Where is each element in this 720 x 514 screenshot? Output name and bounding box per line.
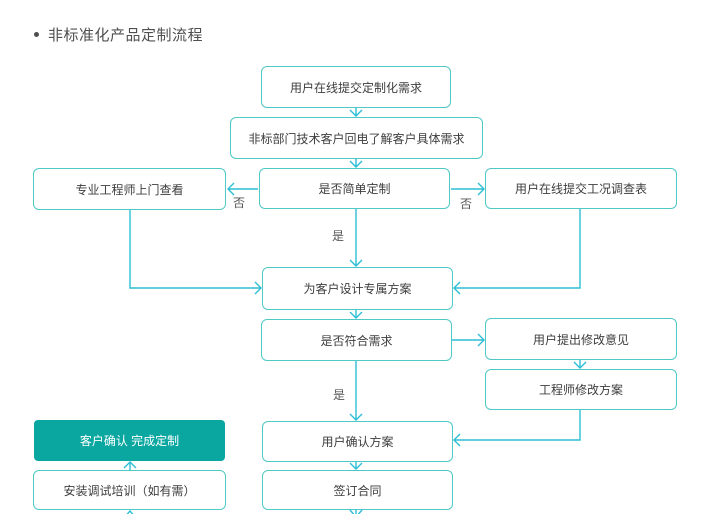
- edge-label-yes-confirm: 是: [333, 388, 346, 402]
- node-label: 为客户设计专属方案: [303, 282, 412, 296]
- edge-label-no-right: 否: [460, 197, 473, 211]
- edge-label-no-left: 否: [233, 196, 246, 210]
- node-label: 用户提出修改意见: [532, 332, 629, 347]
- node-label: 签订合同: [333, 483, 382, 498]
- node-label: 非标部门技术客户回电了解客户具体需求: [248, 131, 465, 146]
- flow-node-is-simple-custom: 是否简单定制: [259, 168, 450, 209]
- node-label: 用户确认方案: [321, 435, 394, 449]
- edge-engineervisit-design: [129, 210, 262, 295]
- edge-meetsneeds-confirmplan: [349, 361, 363, 421]
- edge-callback-issimple: [349, 159, 363, 168]
- flow-node-design-plan: 为客户设计专属方案: [262, 267, 453, 310]
- edge-design-meetsneeds: [349, 310, 363, 319]
- edge-survey-design: [453, 209, 581, 295]
- node-label: 用户在线提交定制化需求: [289, 80, 422, 95]
- node-label: 安装调试培训（如有需）: [63, 483, 196, 498]
- node-label: 客户确认 完成定制: [79, 434, 180, 448]
- bullet-icon: [34, 32, 39, 37]
- flow-node-user-feedback: 用户提出修改意见: [485, 318, 677, 360]
- edge-issimple-design: [349, 209, 363, 267]
- page-title: 非标准化产品定制流程: [34, 24, 203, 45]
- page-title-text: 非标准化产品定制流程: [48, 27, 204, 44]
- edge-label-yes-design: 是: [332, 229, 345, 243]
- flow-node-survey-form: 用户在线提交工况调查表: [485, 168, 677, 209]
- node-label: 专业工程师上门查看: [75, 182, 184, 197]
- flow-node-confirm-complete: 客户确认 完成定制: [34, 420, 225, 461]
- node-label: 用户在线提交工况调查表: [514, 182, 647, 196]
- edge-install-confirmdone: [123, 461, 137, 470]
- edge-submit-callback: [349, 108, 363, 117]
- node-label: 是否符合需求: [320, 333, 393, 348]
- edge-revise-confirmplan: [453, 410, 581, 447]
- edge-bottom-from-contract: [349, 509, 363, 514]
- flow-node-meets-needs: 是否符合需求: [261, 319, 452, 361]
- flow-node-install-training: 安装调试培训（如有需）: [33, 470, 226, 510]
- edge-feedback-revise: [573, 360, 587, 369]
- flow-node-submit-request: 用户在线提交定制化需求: [261, 66, 451, 108]
- node-label: 工程师修改方案: [538, 383, 623, 397]
- node-label: 是否简单定制: [318, 182, 391, 196]
- flow-node-engineer-revise: 工程师修改方案: [485, 369, 677, 410]
- flow-node-confirm-plan: 用户确认方案: [262, 421, 453, 462]
- flow-node-sign-contract: 签订合同: [262, 470, 453, 510]
- edge-issimple-survey: [451, 182, 485, 196]
- edge-meetsneeds-feedback: [452, 333, 485, 347]
- flow-node-engineer-visit: 专业工程师上门查看: [33, 168, 226, 210]
- edge-confirmplan-contract: [349, 462, 363, 470]
- flow-node-callback: 非标部门技术客户回电了解客户具体需求: [230, 117, 483, 159]
